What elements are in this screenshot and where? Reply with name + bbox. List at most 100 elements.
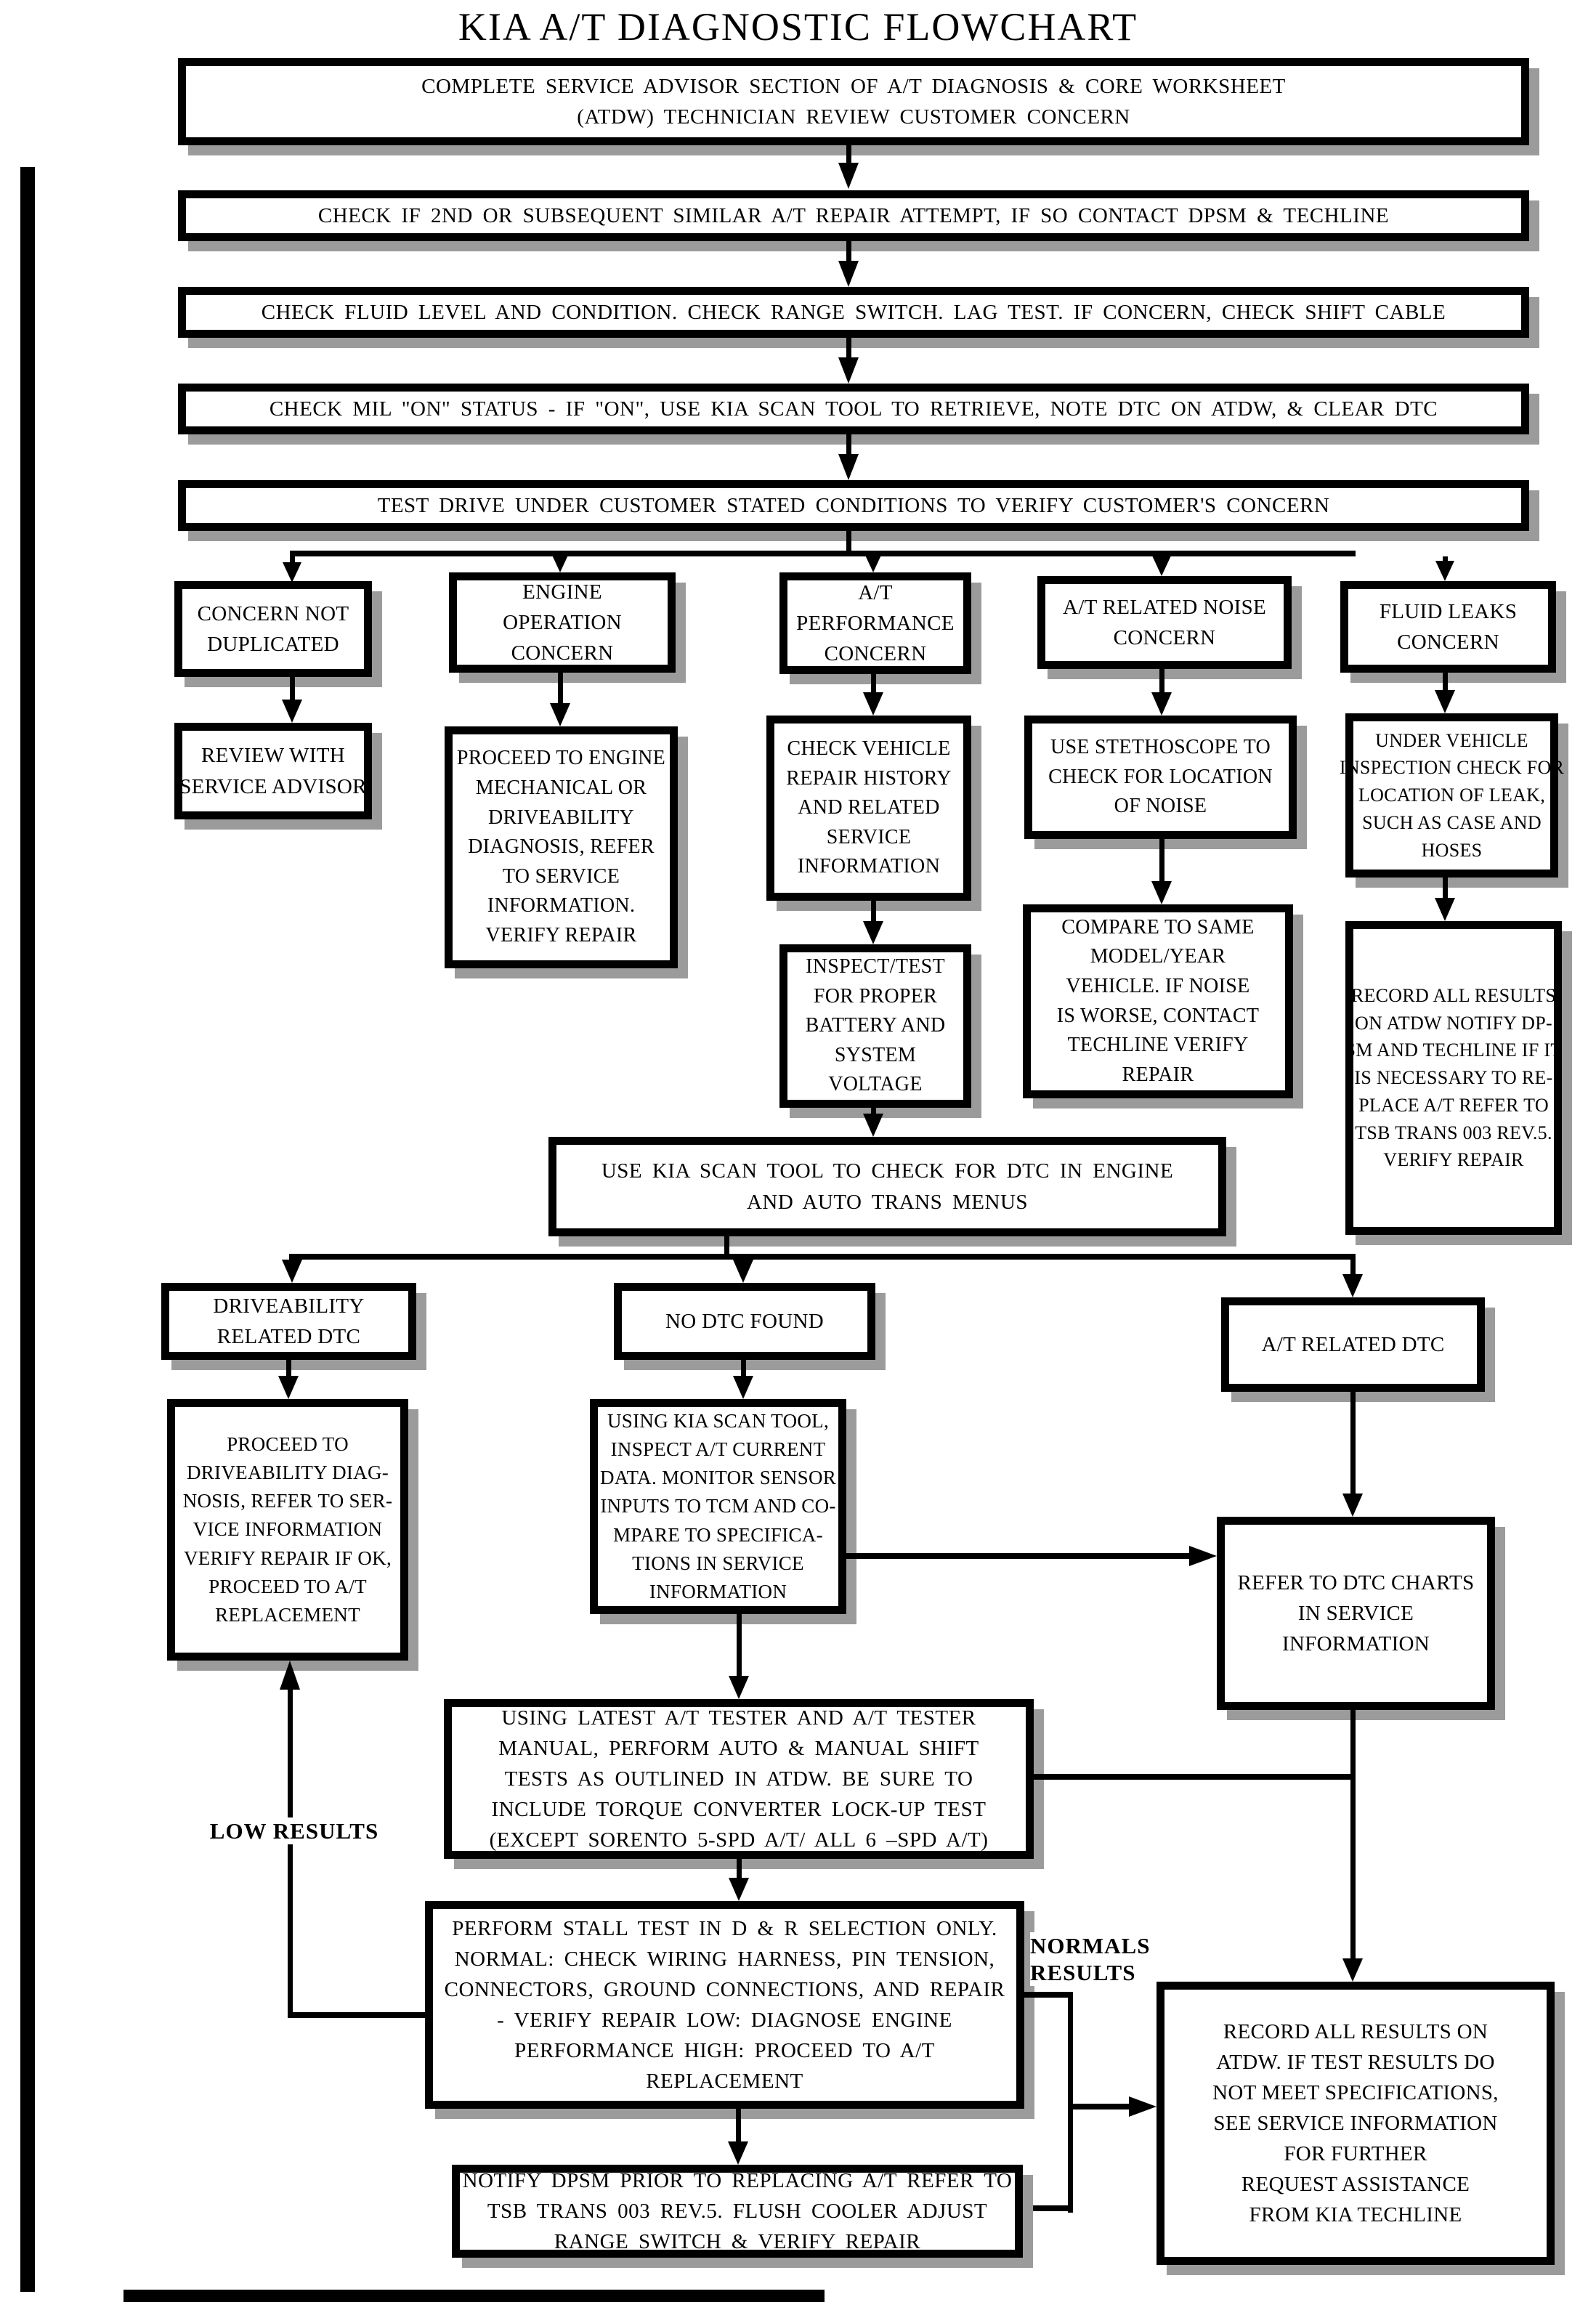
arrow-stem — [846, 338, 851, 357]
text-line: RECORD ALL RESULTS — [1350, 985, 1557, 1007]
arrow-down-icon — [1151, 692, 1172, 716]
arrow-stem — [871, 901, 876, 921]
arrow-down-icon — [733, 1260, 753, 1283]
text-line: BATTERY AND — [805, 1014, 946, 1037]
arrow-down-icon — [863, 921, 883, 944]
arrow-down-icon — [551, 552, 570, 572]
arrow-stem — [741, 1360, 746, 1376]
arrow-down-icon — [1342, 1494, 1363, 1517]
arrow-down-icon — [1152, 556, 1171, 576]
box-stall-test: PERFORM STALL TEST IN D & R SELECTION ON… — [425, 1901, 1024, 2109]
arrow-down-icon — [728, 2141, 748, 2165]
box-fluid-level: CHECK FLUID LEVEL AND CONDITION. CHECK R… — [178, 287, 1529, 338]
box-second-attempt: CHECK IF 2ND OR SUBSEQUENT SIMILAR A/T R… — [178, 190, 1529, 241]
box-no-dtc-found: NO DTC FOUND — [614, 1283, 875, 1360]
text-line: NOSIS, REFER TO SER- — [182, 1490, 393, 1512]
left-margin-bar — [20, 167, 35, 2292]
connector — [1068, 1992, 1073, 2213]
arrow-stem — [286, 1360, 291, 1376]
text-line: IN SERVICE — [1297, 1601, 1414, 1625]
text-line: PROCEED TO — [227, 1433, 349, 1455]
connector — [846, 1553, 1189, 1559]
branch-line — [289, 1254, 1356, 1260]
arrow-up-icon — [280, 1661, 300, 1690]
text-line: USING KIA SCAN TOOL, — [607, 1410, 830, 1432]
text-line: VERIFY REPAIR IF OK, — [183, 1547, 392, 1569]
text-line: INSPECT A/T CURRENT — [610, 1438, 826, 1461]
text-line: NOTIFY DPSM PRIOR TO REPLACING A/T REFER… — [462, 2168, 1013, 2192]
text-line: PERFORMANCE — [796, 611, 955, 635]
text-line: TSB TRANS 003 REV.5. FLUSH COOLER ADJUST — [487, 2199, 988, 2223]
arrow-down-icon — [282, 1260, 302, 1283]
text-line: NO DTC FOUND — [665, 1309, 824, 1333]
connector — [1023, 2205, 1071, 2211]
text-line: TECHLINE VERIFY — [1067, 1034, 1249, 1057]
connector — [288, 2012, 427, 2018]
arrow-stem — [290, 677, 295, 700]
text-line: TEST DRIVE UNDER CUSTOMER STATED CONDITI… — [377, 493, 1330, 517]
arrow-down-icon — [838, 357, 859, 384]
text-line: INSPECTION CHECK FOR — [1339, 757, 1565, 779]
text-line: FOR FURTHER — [1284, 2142, 1427, 2166]
text-line: VEHICLE. IF NOISE — [1066, 974, 1250, 997]
text-line: TIONS IN SERVICE — [632, 1552, 804, 1574]
arrow-stem — [1350, 1392, 1356, 1494]
text-line: PLACE A/T REFER TO — [1358, 1094, 1549, 1116]
arrow-down-icon — [1435, 561, 1454, 581]
text-line: SUCH AS CASE AND — [1362, 811, 1542, 833]
text-line: DIAGNOSIS, REFER — [468, 835, 655, 859]
arrow-stem — [1443, 673, 1448, 690]
text-line: LOCATION OF LEAK, — [1358, 785, 1546, 806]
arrow-down-icon — [864, 552, 883, 572]
box-test-drive: TEST DRIVE UNDER CUSTOMER STATED CONDITI… — [178, 480, 1529, 531]
arrow-stem — [871, 1108, 876, 1115]
text-line: IS NECESSARY TO RE- — [1354, 1067, 1553, 1089]
text-line: REQUEST ASSISTANCE — [1241, 2173, 1470, 2197]
text-line: UNDER VEHICLE — [1375, 729, 1528, 751]
text-line: REVIEW WITH — [201, 744, 345, 768]
connector — [1024, 1992, 1072, 1998]
text-line: MODEL/YEAR — [1090, 945, 1226, 968]
arrow-stem — [736, 2109, 741, 2141]
text-line: HOSES — [1421, 839, 1483, 861]
text-line: TESTS AS OUTLINED IN ATDW. BE SURE TO — [504, 1767, 973, 1791]
text-line: AND RELATED — [798, 796, 940, 819]
text-line: IS WORSE, CONTACT — [1056, 1004, 1260, 1027]
text-line: SM AND TECHLINE IF IT — [1345, 1039, 1563, 1061]
text-line: USE KIA SCAN TOOL TO CHECK FOR DTC IN EN… — [601, 1159, 1174, 1183]
text-line: MANUAL, PERFORM AUTO & MANUAL SHIFT — [498, 1736, 979, 1760]
text-line: CONCERN — [1113, 626, 1216, 649]
text-line: PROCEED TO A/T — [208, 1575, 367, 1597]
arrow-stem — [846, 241, 851, 261]
arrow-right-icon — [1189, 1546, 1217, 1566]
text-line: CONCERN — [1397, 631, 1499, 654]
arrow-down-icon — [838, 163, 859, 189]
arrow-down-icon — [729, 1878, 749, 1901]
text-line: CHECK FLUID LEVEL AND CONDITION. CHECK R… — [261, 300, 1446, 324]
arrow-down-icon — [1435, 690, 1455, 713]
text-line: REPLACEMENT — [215, 1603, 360, 1626]
text-line: CHECK MIL "ON" STATUS - IF "ON", USE KIA… — [269, 397, 1438, 421]
arrow-down-icon — [278, 1376, 299, 1399]
text-line: RANGE SWITCH & VERIFY REPAIR — [554, 2230, 921, 2254]
text-line: TO SERVICE — [502, 864, 620, 888]
box-under-vehicle-inspection: UNDER VEHICLE INSPECTION CHECK FOR LOCATIO… — [1340, 713, 1564, 878]
arrow-right-icon — [1129, 2096, 1157, 2117]
text-line: INFORMATION — [797, 855, 941, 878]
text-line: MECHANICAL OR — [475, 777, 647, 800]
box-at-related-dtc: A/T RELATED DTC — [1221, 1297, 1485, 1392]
text-line: RELATED DTC — [216, 1325, 361, 1348]
text-line: RESULTS — [1030, 1960, 1136, 1986]
text-line: PROCEED TO ENGINE — [456, 747, 666, 770]
text-line: ATDW. IF TEST RESULTS DO — [1216, 2050, 1495, 2074]
text-line: PERFORM STALL TEST IN D & R SELECTION ON… — [452, 1916, 997, 1940]
page-title: KIA A/T DIAGNOSTIC FLOWCHART — [458, 5, 1138, 49]
